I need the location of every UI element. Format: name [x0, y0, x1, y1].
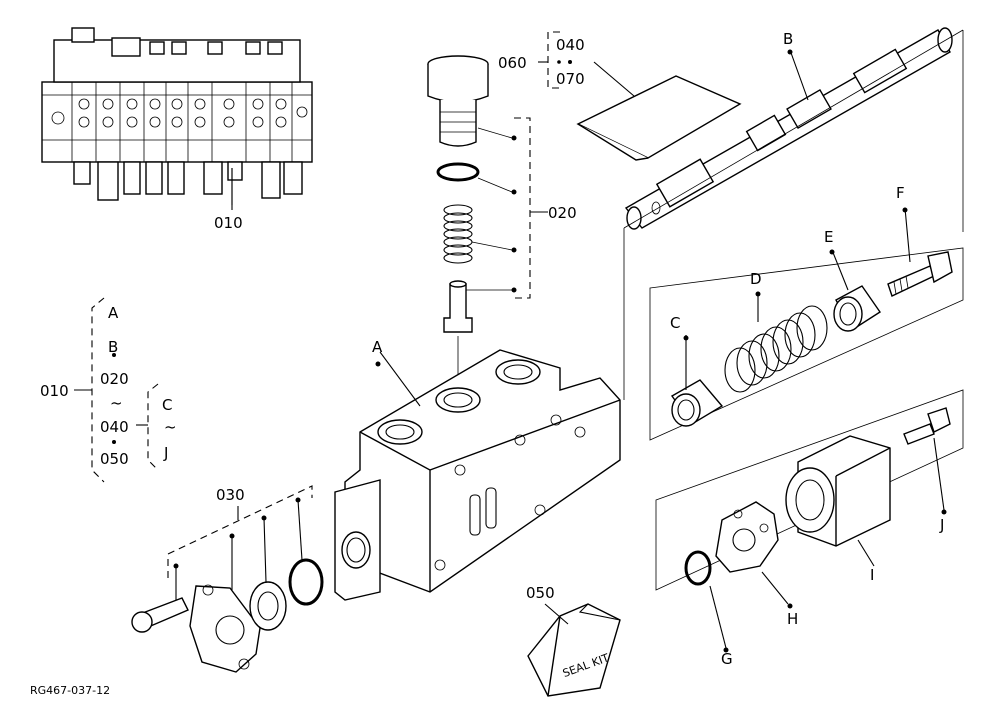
label-020: 020: [548, 204, 577, 222]
label-070: 070: [556, 70, 585, 88]
bolt-030: [131, 597, 189, 633]
label-030: 030: [216, 486, 245, 504]
label-left-020: 020: [100, 370, 129, 388]
label-060: 060: [498, 54, 527, 72]
label-left-tilde2: ~: [164, 418, 177, 436]
label-F: F: [896, 184, 905, 202]
collar-C: [670, 379, 724, 427]
label-left-C: C: [162, 396, 172, 414]
label-I: I: [870, 566, 874, 584]
label-E: E: [824, 228, 833, 246]
spring-seat-E: [833, 285, 881, 332]
spring-020: [443, 204, 473, 264]
o-ring-020: [436, 162, 480, 182]
label-G: G: [721, 650, 733, 668]
spool-B: [624, 27, 953, 230]
label-010-top: 010: [214, 214, 243, 232]
label-left-J: J: [163, 444, 168, 462]
label-left-040: 040: [100, 418, 129, 436]
label-J: J: [939, 516, 944, 534]
spring-cap-I: [785, 435, 891, 547]
label-left-050: 050: [100, 450, 129, 468]
gasket-H: [715, 501, 779, 573]
o-ring-G: [684, 550, 712, 586]
label-D: D: [750, 270, 762, 288]
label-H: H: [787, 610, 798, 628]
valve-assembly-010: [41, 27, 313, 210]
label-left-B: B: [108, 338, 118, 356]
label-010-left: 010: [40, 382, 69, 400]
label-050: 050: [526, 584, 555, 602]
flange-030: [189, 584, 261, 673]
label-B: B: [783, 30, 793, 48]
relief-plug: [427, 55, 489, 147]
section-body-A: [334, 349, 621, 601]
label-040-top: 040: [556, 36, 585, 54]
seal-ring-030: [249, 581, 287, 631]
o-ring-030: [288, 558, 324, 606]
label-left-A: A: [108, 304, 119, 322]
poppet-020: [443, 280, 473, 333]
seal-kit-050: [527, 603, 621, 697]
label-A: A: [372, 338, 383, 356]
bolt-J: [903, 407, 951, 445]
label-C: C: [670, 314, 680, 332]
bolt-F: [887, 251, 953, 297]
label-left-tilde1: ~: [110, 394, 123, 412]
spring-D: [724, 305, 828, 393]
drawing-reference: RG467-037-12: [30, 684, 110, 697]
